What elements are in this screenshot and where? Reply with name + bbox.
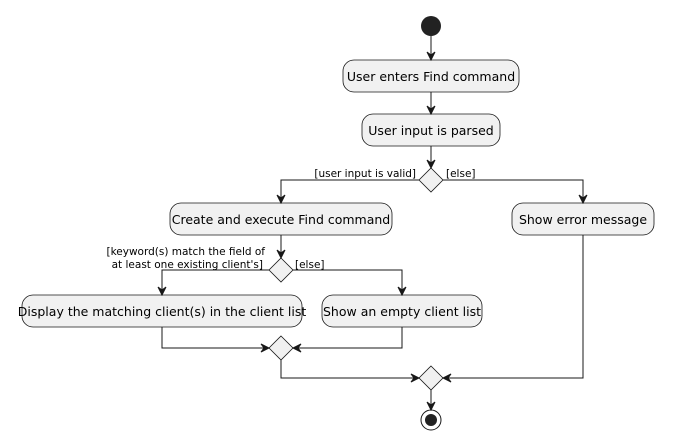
initial-node-icon (421, 16, 441, 36)
svg-text:Show an empty client list: Show an empty client list (323, 304, 481, 319)
decision-input-valid (418, 167, 444, 193)
action-show-empty-client-list: Show an empty client list (321, 294, 483, 328)
action-create-execute-find: Create and execute Find command (169, 202, 393, 236)
merge-outer (418, 365, 444, 391)
final-node-icon (420, 409, 442, 431)
svg-text:Show error message: Show error message (519, 212, 647, 227)
action-show-error-message: Show error message (511, 202, 655, 236)
edges (157, 36, 588, 412)
action-user-enters-find-command: User enters Find command (342, 59, 520, 93)
decision-keyword-match (268, 257, 294, 283)
action-user-input-parsed: User input is parsed (361, 113, 501, 147)
svg-text:User input is parsed: User input is parsed (368, 123, 493, 138)
guard-keyword-match-line1: [keyword(s) match the field of (106, 246, 265, 258)
guard-keyword-else: [else] (295, 259, 325, 271)
merge-inner (268, 335, 294, 361)
guard-keyword-match-line2: at least one existing client's] (112, 259, 263, 271)
action-display-matching-clients: Display the matching client(s) in the cl… (18, 294, 307, 328)
svg-text:Display the matching client(s): Display the matching client(s) in the cl… (18, 304, 307, 319)
svg-text:User enters Find command: User enters Find command (347, 69, 515, 84)
guard-input-valid: [user input is valid] (314, 168, 416, 180)
svg-text:Create and execute Find comman: Create and execute Find command (172, 212, 391, 227)
guard-input-else: [else] (446, 168, 476, 180)
